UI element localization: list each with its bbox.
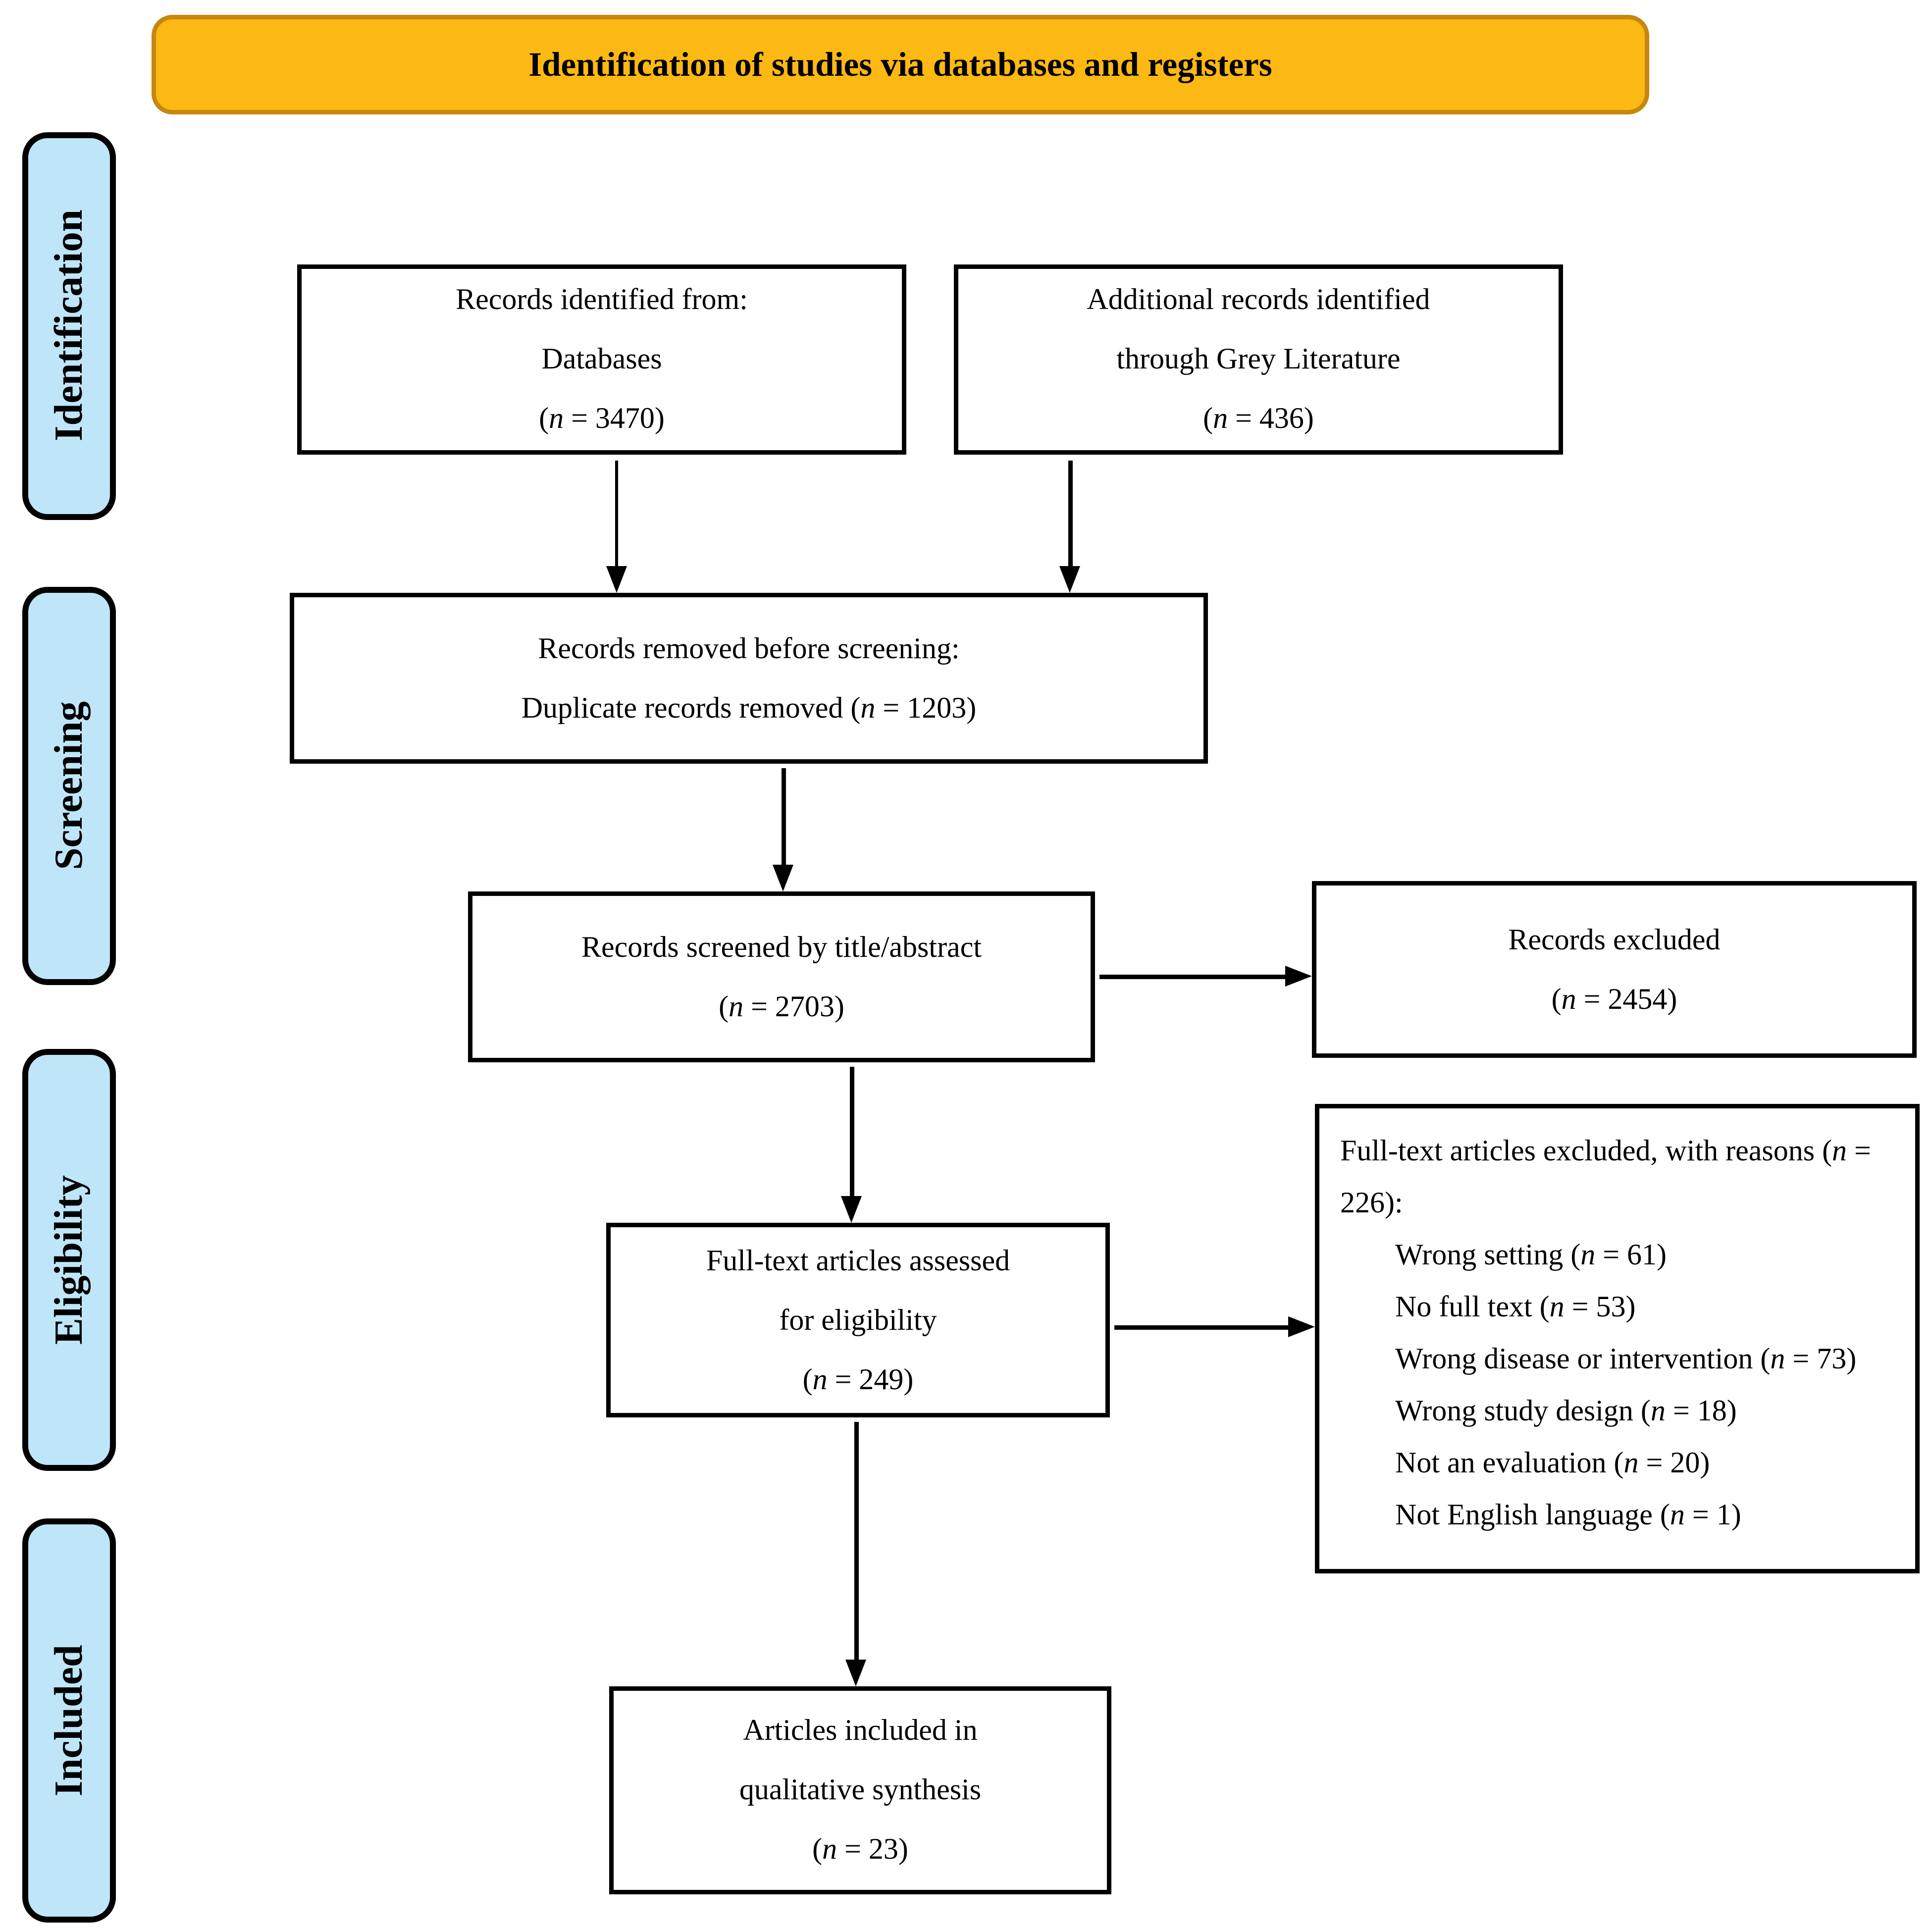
exclusion-reason: Not English language (n = 1) <box>1395 1499 1741 1532</box>
box-fulltext-excluded: Full-text articles excluded, with reason… <box>1315 1104 1920 1573</box>
box-records-screened: Records screened by title/abstract (n = … <box>468 891 1095 1062</box>
box-fulltext-assessed-line: Full-text articles assessed <box>706 1244 1010 1277</box>
stage-screening-text: Screening <box>46 701 91 871</box>
exclusion-reason: No full text (n = 53) <box>1395 1291 1636 1324</box>
arrow-head-assessed-to-fulltext-excluded <box>1288 1316 1315 1337</box>
box-fulltext-assessed-count: (n = 249) <box>802 1363 914 1396</box>
arrow-line-removed-to-screened <box>782 768 785 866</box>
exclusion-reason: Wrong disease or intervention (n = 73) <box>1395 1343 1857 1376</box>
arrow-head-removed-to-screened <box>773 865 794 891</box>
box-additional-records-count: (n = 436) <box>1203 403 1314 435</box>
arrow-head-additional-to-removed <box>1060 566 1081 593</box>
stage-included-text: Included <box>46 1644 91 1797</box>
stage-eligibility-text: Eligibility <box>46 1175 91 1345</box>
box-records-removed-count: Duplicate records removed (n = 1203) <box>521 691 977 725</box>
box-additional-records-line: through Grey Literature <box>1116 343 1401 376</box>
stage-label-eligibility: Eligibility <box>22 1049 116 1471</box>
title-banner-label: Identification of studies via databases … <box>528 45 1272 83</box>
stage-label-screening: Screening <box>22 587 116 985</box>
arrow-line-additional-to-removed <box>1068 461 1072 568</box>
title-banner: Identification of studies via databases … <box>152 15 1649 114</box>
arrow-line-identified-to-removed <box>615 461 619 568</box>
box-records-identified-line: Records identified from: <box>456 284 748 316</box>
box-additional-records: Additional records identified through Gr… <box>954 264 1563 455</box>
exclusion-reason: Wrong setting (n = 61) <box>1395 1239 1667 1272</box>
box-records-screened-count: (n = 2703) <box>719 990 844 1023</box>
box-fulltext-excluded-header: Full-text articles excluded, with reason… <box>1340 1135 1871 1220</box>
box-records-removed-line: Records removed before screening: <box>538 632 960 665</box>
box-articles-included-line: Articles included in <box>743 1715 978 1747</box>
exclusion-reason: Not an evaluation (n = 20) <box>1395 1447 1710 1480</box>
box-records-identified: Records identified from: Databases (n = … <box>297 264 906 455</box>
arrow-line-screened-to-excluded <box>1099 975 1287 979</box>
box-records-excluded-line: Records excluded <box>1508 923 1721 956</box>
arrow-head-screened-to-excluded <box>1285 966 1312 987</box>
arrow-head-screened-to-assessed <box>841 1196 863 1223</box>
box-articles-included-count: (n = 23) <box>812 1833 908 1866</box>
arrow-line-screened-to-assessed <box>850 1067 854 1198</box>
box-fulltext-assessed-line: for eligibility <box>779 1303 937 1337</box>
box-records-removed: Records removed before screening: Duplic… <box>290 593 1208 764</box>
box-articles-included: Articles included in qualitative synthes… <box>609 1686 1111 1894</box>
arrow-head-assessed-to-included <box>846 1660 867 1686</box>
arrow-head-identified-to-removed <box>606 566 627 593</box>
stage-identification-text: Identification <box>46 210 91 442</box>
stage-label-included: Included <box>22 1518 116 1923</box>
arrow-line-assessed-to-included <box>854 1422 858 1661</box>
stage-label-identification: Identification <box>22 132 116 520</box>
box-records-excluded: Records excluded (n = 2454) <box>1312 881 1917 1058</box>
box-fulltext-assessed: Full-text articles assessed for eligibil… <box>606 1223 1110 1417</box>
box-records-identified-line: Databases <box>541 343 662 376</box>
box-records-excluded-count: (n = 2454) <box>1551 983 1677 1016</box>
box-records-identified-count: (n = 3470) <box>539 403 665 435</box>
arrow-line-assessed-to-fulltext-excluded <box>1114 1325 1290 1329</box>
box-records-screened-line: Records screened by title/abstract <box>581 931 982 964</box>
box-articles-included-line: qualitative synthesis <box>739 1774 982 1807</box>
box-additional-records-line: Additional records identified <box>1087 284 1430 316</box>
exclusion-reason: Wrong study design (n = 18) <box>1395 1395 1737 1428</box>
